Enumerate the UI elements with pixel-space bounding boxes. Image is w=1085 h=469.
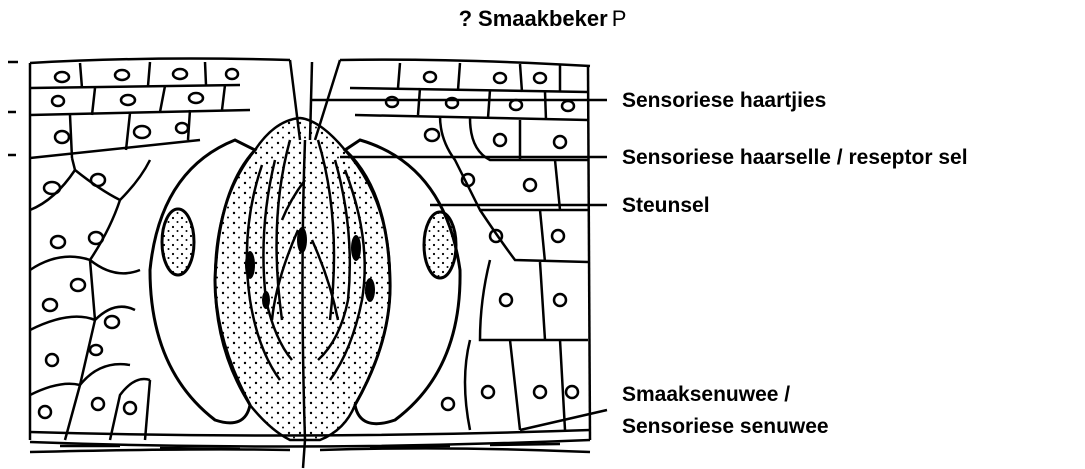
label-receptor-cells: Sensoriese haarselle / reseptor sel: [622, 146, 968, 169]
label-sensory-hairs: Sensoriese haartjies: [622, 89, 826, 112]
label-support-cell: Steunsel: [622, 194, 710, 217]
label-nerve-line-1: Smaaksenuwee /: [622, 383, 790, 406]
label-nerve-line-2: Sensoriese senuwee: [622, 415, 829, 438]
